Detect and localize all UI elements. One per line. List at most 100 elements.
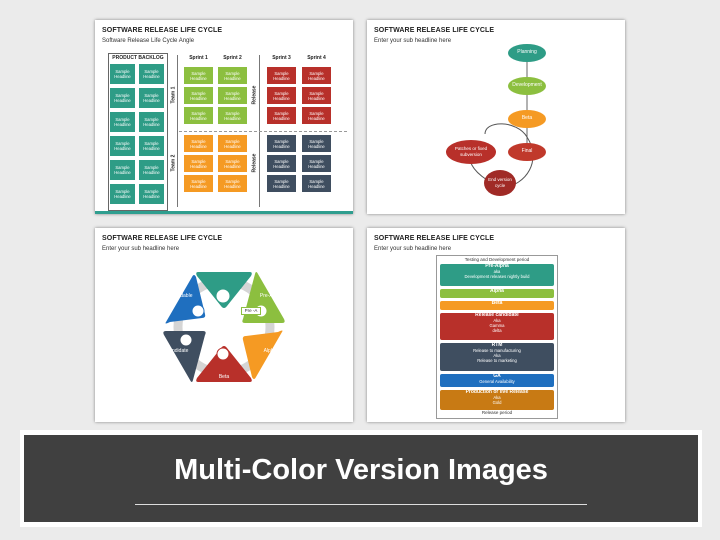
sprint-cell: Sample Headline (302, 155, 331, 172)
team-divider (179, 131, 347, 132)
banner-underline (135, 504, 587, 505)
sprint-1-header: Sprint 1 (189, 55, 208, 61)
planning-label: Planning (517, 49, 537, 55)
stage-detail: Gold (492, 400, 502, 405)
stage-bar: Beta (440, 301, 554, 310)
stage-detail: Aka (493, 395, 501, 400)
sprint-cell: Sample Headline (302, 67, 331, 84)
stages-frame (436, 255, 558, 419)
candidate-label: Candidate (165, 348, 189, 354)
sprint-cell: Sample Headline (302, 175, 331, 192)
hexagon-cycle-diagram (163, 272, 285, 382)
beta-label: Beta (218, 374, 230, 380)
stage-detail: Development releases nightly build (464, 274, 530, 279)
flow-diagram (446, 44, 546, 196)
sprint-2-header: Sprint 2 (223, 55, 242, 61)
backlog-cell: Sample Headline (139, 88, 164, 108)
slide-subtitle: Software Release Life Cycle Angle (102, 38, 195, 44)
sprint-cell: Sample Headline (218, 135, 247, 152)
sprint-cell: Sample Headline (267, 87, 296, 104)
sprint-cell: Sample Headline (218, 155, 247, 172)
sprint-cell: Sample Headline (218, 175, 247, 192)
backlog-cell: Sample Headline (110, 184, 135, 204)
sprint-cell: Sample Headline (184, 67, 213, 84)
development-node (508, 77, 546, 95)
development-label: Development (512, 82, 542, 88)
slide-title: SOFTWARE RELEASE LIFE CYCLE (374, 235, 495, 242)
stage-name: RTM (491, 342, 503, 348)
stage-name: Pre-Alpha (485, 263, 509, 269)
alpha-segment (242, 330, 283, 379)
sprint-cell: Sample Headline (267, 155, 296, 172)
divider (177, 55, 178, 207)
stage-detail: Release to marketing (477, 358, 517, 363)
beta-node (508, 110, 546, 128)
backlog-cell: Sample Headline (139, 160, 164, 180)
final-label: Final (521, 148, 533, 154)
team-2-label: Team 2 (170, 154, 177, 172)
stage-name: Beta (491, 300, 503, 306)
sprint-cell: Sample Headline (302, 87, 331, 104)
stage-detail: Aka (493, 318, 501, 323)
stage-detail: aka (493, 269, 501, 274)
slide-subtitle: Enter your sub headline here (102, 246, 180, 252)
slide-title: SOFTWARE RELEASE LIFE CYCLE (374, 27, 495, 34)
patches-node (446, 140, 496, 164)
sprint-cell: Sample Headline (302, 107, 331, 124)
sprint-cell: Sample Headline (184, 107, 213, 124)
sprint-cell: Sample Headline (184, 87, 213, 104)
stage-detail: Release to manufacturing (473, 348, 521, 353)
stage-name: GA (493, 373, 501, 379)
slide-thumbnail-3[interactable]: SOFTWARE RELEASE LIFE CYCLE Enter your s… (95, 228, 353, 422)
banner-title: Multi-Color Version Images (174, 454, 548, 486)
sprint-cell: Sample Headline (218, 107, 247, 124)
sprint-cell: Sample Headline (267, 107, 296, 124)
sprint-cell: Sample Headline (302, 135, 331, 152)
sprint-cell: Sample Headline (218, 87, 247, 104)
end-version-node (484, 170, 516, 196)
backlog-cell: Sample Headline (110, 136, 135, 156)
final-node (508, 143, 546, 161)
stage-name: Alpha (490, 288, 504, 294)
stage-bar: Alpha (440, 289, 554, 298)
backlog-cell: Sample Headline (139, 112, 164, 132)
backlog-cell: Sample Headline (110, 160, 135, 180)
planning-node (508, 44, 546, 62)
backlog-cell: Sample Headline (110, 64, 135, 84)
alpha-label: Alpha (263, 348, 277, 354)
beta-label: Beta (521, 115, 533, 121)
sprint-cell: Sample Headline (267, 135, 296, 152)
sprint-cell: Sample Headline (218, 67, 247, 84)
dependable-label: Dependable (165, 293, 193, 299)
stage-name: Production or live Release (465, 389, 529, 395)
sprint-cell: Sample Headline (184, 135, 213, 152)
product-backlog-frame (108, 53, 168, 211)
stage-detail: Aka (493, 353, 501, 358)
slide-accent-bar (95, 211, 353, 214)
slide-subtitle: Enter your sub headline here (374, 246, 452, 252)
backlog-cell: Sample Headline (139, 136, 164, 156)
stage-detail: General Availability (479, 379, 515, 384)
slide-thumbnail-1[interactable]: SOFTWARE RELEASE LIFE CYCLE Software Rel… (95, 20, 353, 214)
stage-detail: delta (492, 328, 502, 333)
slide-thumbnail-4[interactable]: SOFTWARE RELEASE LIFE CYCLE Enter your s… (367, 228, 625, 422)
backlog-cell: Sample Headline (110, 112, 135, 132)
product-backlog-header: PRODUCT BACKLOG (112, 55, 164, 61)
banner: Multi-Color Version Images (24, 435, 698, 522)
sprint-3-header: Sprint 3 (272, 55, 291, 61)
beta-segment (196, 346, 252, 382)
bottom-label: Release period (481, 410, 513, 415)
slide-subtitle: Enter your sub headline here (374, 38, 452, 44)
release-label-1: Release (251, 85, 258, 105)
backlog-cell: Sample Headline (110, 88, 135, 108)
stage-name: Release candidate (475, 312, 519, 318)
slide-thumbnail-2[interactable]: SOFTWARE RELEASE LIFE CYCLE Enter your s… (367, 20, 625, 214)
sprint-cell: Sample Headline (184, 155, 213, 172)
pre-a-tag: Pre -A (241, 307, 261, 315)
backlog-cell: Sample Headline (139, 184, 164, 204)
